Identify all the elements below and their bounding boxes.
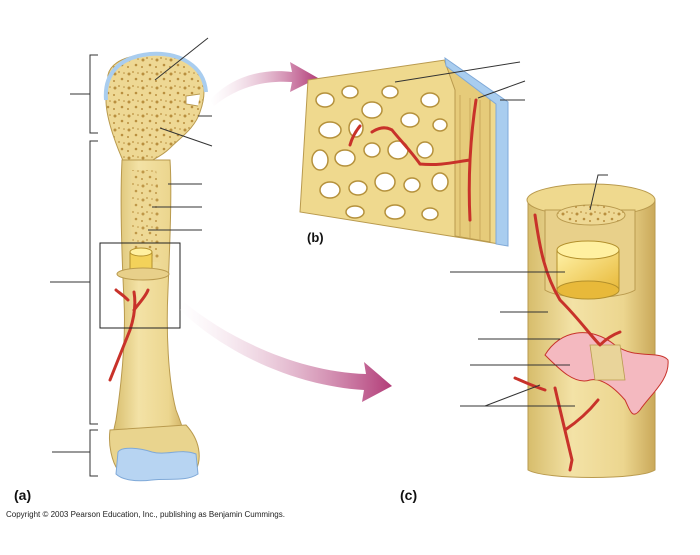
detail-c-spongy-top — [556, 204, 626, 226]
medullary-cavity — [131, 170, 160, 262]
articular-cartilage-distal — [115, 447, 199, 482]
leader-b-1 — [394, 61, 521, 83]
panel-label-a: (a) — [14, 487, 32, 503]
leader-cartilage-line — [159, 127, 213, 147]
detail-c-yellow-marrow — [556, 240, 620, 300]
leader-spongy-bone — [154, 37, 209, 81]
spongy-bone-detail — [299, 56, 526, 247]
zoom-box — [99, 242, 181, 329]
bracket-diaphysis — [50, 140, 98, 425]
yellow-marrow-plug — [129, 247, 153, 273]
blood-vessel-b — [348, 98, 478, 222]
periosteum-b — [444, 56, 509, 247]
leader-b-2 — [477, 80, 526, 99]
leader-c-5 — [460, 384, 575, 407]
epiphyseal-notch — [185, 93, 201, 107]
blood-vessel-c — [513, 213, 622, 472]
bracket-distal-epiphysis — [52, 429, 98, 477]
nutrient-artery-a — [108, 288, 150, 382]
copyright-notice: Copyright © 2003 Pearson Education, Inc.… — [6, 510, 285, 519]
panel-label-b: (b) — [307, 230, 324, 245]
panel-label-c: (c) — [400, 487, 418, 503]
diaphysis-detail — [450, 174, 669, 478]
trabeculae — [311, 85, 449, 221]
bracket-proximal-epiphysis — [70, 54, 98, 134]
leader-c-top — [589, 174, 608, 211]
proximal-epiphysis — [105, 53, 205, 166]
perforating-fibers — [589, 344, 626, 381]
shaft-cut-ring — [116, 267, 170, 281]
long-bone — [50, 37, 213, 482]
articular-cartilage-proximal — [103, 51, 208, 101]
arrow-to-c — [180, 302, 392, 402]
arrow-to-b — [210, 62, 318, 106]
